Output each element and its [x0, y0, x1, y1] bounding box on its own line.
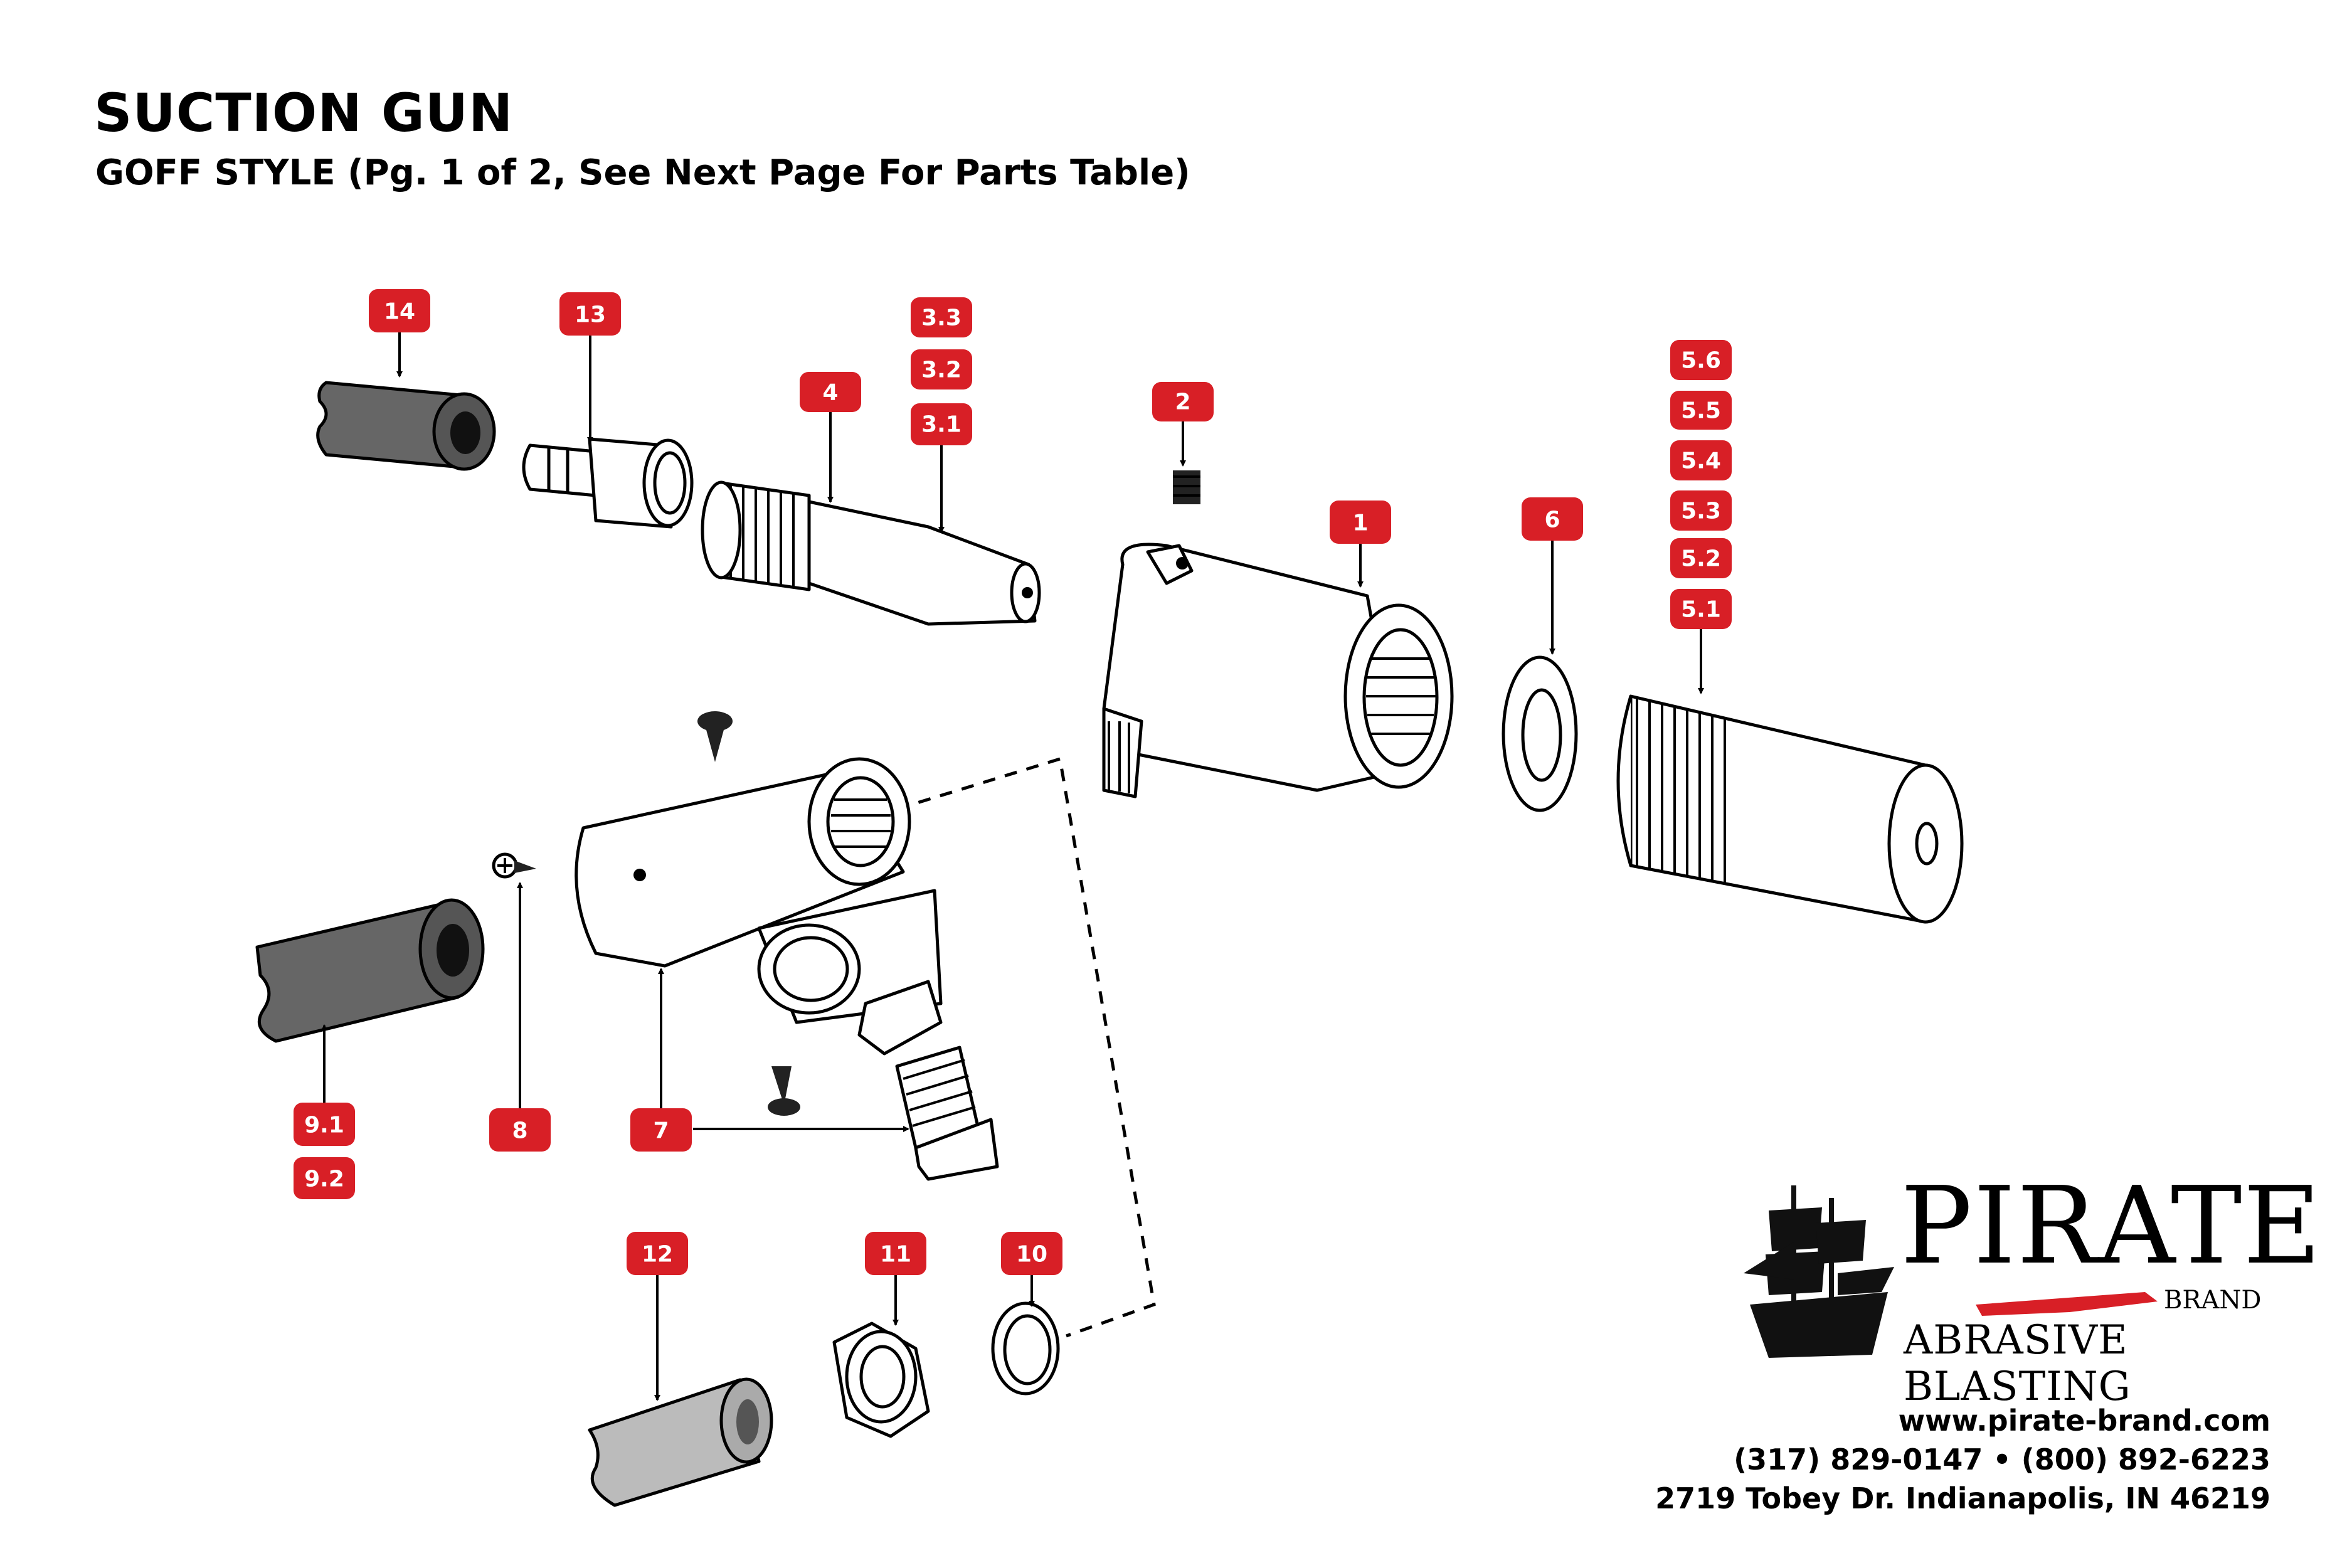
callout-2: 2 [1152, 382, 1214, 421]
svg-text:5.2: 5.2 [1681, 546, 1721, 572]
svg-text:3.3: 3.3 [921, 305, 961, 331]
callout-7: 7 [630, 1108, 692, 1152]
callout-11: 11 [865, 1232, 926, 1275]
svg-text:9.1: 9.1 [304, 1113, 344, 1138]
callout-4: 4 [800, 372, 861, 412]
contact-address: 2719 Tobey Dr. Indianapolis, IN 46219 [1655, 1481, 2270, 1515]
callout-5-5: 5.5 [1670, 391, 1732, 430]
callout-3-3: 3.3 [911, 297, 972, 337]
brand-logo-tagline: ABRASIVE BLASTING [1904, 1317, 2131, 1410]
nozzle-holder-5 [1616, 694, 1964, 924]
svg-text:3.1: 3.1 [921, 412, 961, 438]
nut-11 [832, 1322, 930, 1438]
svg-text:10: 10 [1016, 1242, 1047, 1268]
callout-6: 6 [1522, 497, 1583, 541]
brand-logo-word: PIRATE [1900, 1164, 2323, 1288]
callout-9-2: 9.2 [294, 1157, 355, 1199]
callout-13: 13 [559, 292, 621, 336]
assembly-dashed-line [896, 756, 1156, 1338]
nozzle-4 [701, 480, 1041, 626]
svg-text:5.6: 5.6 [1681, 348, 1721, 374]
callout-1: 1 [1330, 501, 1391, 544]
pirate-ship-icon [1744, 1185, 1894, 1358]
callout-10: 10 [1001, 1232, 1062, 1275]
svg-text:5.4: 5.4 [1681, 448, 1721, 474]
page-title: SUCTION GUN [94, 82, 514, 144]
svg-text:5.1: 5.1 [1681, 597, 1721, 623]
svg-text:7: 7 [653, 1118, 669, 1144]
set-screw-2 [1173, 470, 1200, 504]
svg-text:13: 13 [575, 302, 606, 328]
svg-text:5.5: 5.5 [1681, 398, 1721, 424]
o-ring-10 [991, 1301, 1060, 1396]
screw-top [697, 711, 733, 762]
contact-phone: (317) 829-0147 • (800) 892-6223 [1734, 1443, 2270, 1476]
red-splash [1976, 1292, 2158, 1316]
svg-text:12: 12 [642, 1242, 673, 1268]
svg-text:11: 11 [880, 1242, 911, 1268]
callout-5-4: 5.4 [1670, 440, 1732, 480]
callout-3-1: 3.1 [911, 403, 972, 445]
hose-14 [316, 381, 496, 471]
body-7 [575, 757, 943, 1056]
svg-text:14: 14 [384, 299, 415, 325]
screw-bottom [768, 1066, 800, 1116]
callout-8: 8 [489, 1108, 551, 1152]
callout-12: 12 [627, 1232, 688, 1275]
hose-9 [255, 898, 485, 1043]
svg-text:2: 2 [1175, 389, 1190, 415]
svg-text:8: 8 [512, 1118, 527, 1144]
callout-5-1: 5.1 [1670, 589, 1732, 629]
svg-text:6: 6 [1544, 507, 1560, 533]
hose-barb-13 [522, 437, 694, 529]
gun-body-1 [1102, 543, 1454, 798]
svg-text:5.3: 5.3 [1681, 499, 1721, 524]
svg-text:9.2: 9.2 [304, 1167, 344, 1192]
callout-9-1: 9.1 [294, 1103, 355, 1146]
callout-5-2: 5.2 [1670, 538, 1732, 578]
bolt [895, 1046, 999, 1181]
svg-text:4: 4 [822, 380, 838, 406]
brand-logo-sub: BRAND [2164, 1286, 2262, 1315]
page-subtitle: GOFF STYLE (Pg. 1 of 2, See Next Page Fo… [95, 152, 1190, 193]
screw-8 [492, 852, 536, 879]
hose-12 [588, 1377, 773, 1507]
svg-text:3.2: 3.2 [921, 358, 961, 383]
callout-5-6: 5.6 [1670, 340, 1732, 380]
callout-14: 14 [369, 289, 430, 332]
washer-6 [1502, 655, 1578, 812]
callout-5-3: 5.3 [1670, 490, 1732, 531]
callout-3-2: 3.2 [911, 349, 972, 389]
svg-text:1: 1 [1352, 511, 1368, 536]
contact-website[interactable]: www.pirate-brand.com [1898, 1404, 2270, 1438]
